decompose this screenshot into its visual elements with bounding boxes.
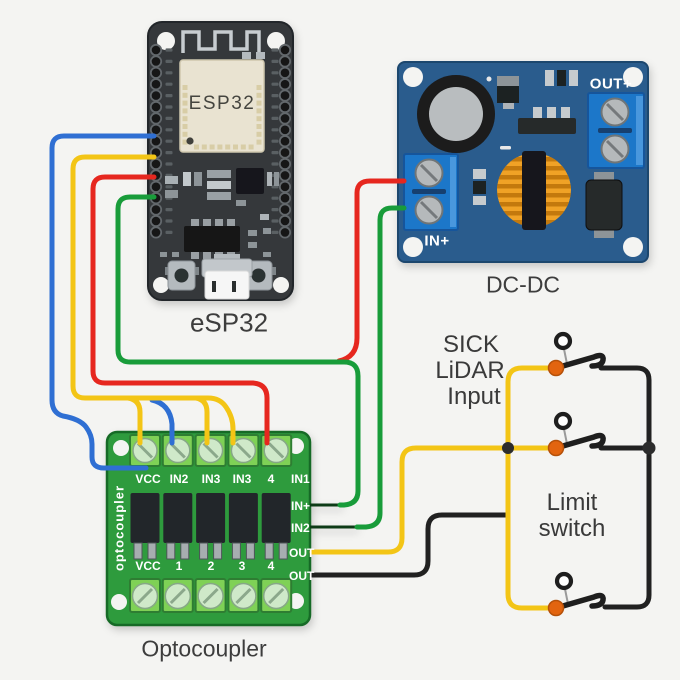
opto-top-pin-in3a: IN3: [201, 472, 221, 486]
optocoupler-board: [105, 430, 357, 627]
limit-switch-label-line2: switch: [538, 515, 606, 542]
opto-bottom-pin-4: 4: [267, 559, 275, 573]
opto-mount-hole: [111, 594, 127, 610]
sick-lidar-label-line1: SICK: [442, 331, 500, 358]
dcdc-out-terminal: [587, 92, 645, 169]
opto-right-pin-out1: OUT: [289, 546, 315, 560]
esp32-usb-port: [201, 254, 253, 300]
opto-right-pin-out2: OUT: [289, 569, 315, 583]
wire-yellow-esp32-to-opto: [70, 154, 236, 446]
esp32-antenna: [181, 30, 261, 53]
wire-yellow-to-switch1: [505, 365, 553, 451]
dcdc-out-label: OUT+: [589, 75, 633, 93]
antenna-pad: [256, 52, 265, 59]
esp32-mount-hole: [157, 32, 175, 50]
switch2-lever: [553, 432, 606, 451]
limit-switch-label-line1: Limit: [546, 489, 598, 516]
opto-top-pin-in2: IN2: [169, 472, 189, 486]
esp32-chip-pads: [182, 85, 262, 150]
esp32-chip: [179, 59, 265, 153]
dcdc-mount-hole: [623, 237, 643, 257]
wire-red-esp32-to-opto: [90, 174, 270, 446]
wire-blue-esp32-to-opto: [49, 133, 157, 471]
wires-yellow-switches: [309, 365, 554, 611]
esp32-mount-hole: [267, 32, 285, 50]
wire-black-opto-out: [309, 512, 509, 578]
wires-black: [309, 512, 509, 578]
switch2-common-dot: [547, 439, 565, 457]
switch3-common-dot: [547, 599, 565, 617]
switch3-lever: [553, 592, 606, 611]
limit-switch-1: [547, 331, 606, 377]
wire-green-esp32-to-opto-inplus: [115, 194, 361, 508]
opto-right-pin-inplus: IN+: [291, 499, 311, 513]
opto-right-pin-in2: IN2: [291, 521, 310, 535]
wires-green: [115, 194, 407, 530]
esp32-mount-hole: [273, 277, 289, 293]
wires-black-bus: [598, 365, 652, 610]
dcdc-capacitor: [417, 75, 495, 153]
dcdc-mount-hole: [403, 237, 423, 257]
limit-switch-3: [547, 571, 606, 617]
wires-yellow: [70, 154, 236, 446]
wires-red: [90, 174, 407, 446]
opto-bottom-pin-1: 1: [175, 559, 183, 573]
dcdc-diode: [585, 172, 623, 238]
switch2-nc-terminal: [553, 411, 573, 431]
dcdc-board: [397, 61, 649, 263]
wire-yellow-drop-terminal1: [125, 395, 143, 446]
opto-mount-hole: [113, 440, 129, 456]
dcdc-mount-hole: [403, 67, 423, 87]
esp32-button-left: [165, 260, 199, 291]
dcdc-smd-components: [473, 70, 578, 205]
dcdc-mount-hole: [623, 67, 643, 87]
wire-yellow-opto-out-to-switch2: [309, 445, 553, 555]
switch1-nc-terminal: [553, 331, 573, 351]
opto-silkscreen-text: optocoupler: [111, 484, 127, 572]
dcdc-in-label: IN+: [424, 232, 450, 250]
antenna-pad: [242, 52, 251, 59]
esp32-caption: eSP32: [189, 307, 269, 338]
dcdc-caption: DC-DC: [485, 271, 561, 298]
opto-bottom-pin-2: 2: [207, 559, 215, 573]
junction-dot-bus: [642, 441, 656, 455]
dcdc-in-terminal: [403, 153, 459, 231]
wires-blue: [49, 133, 175, 471]
wire-black-switch-bus: [598, 365, 652, 610]
sick-lidar-label-line2: LiDAR: [435, 357, 505, 384]
opto-caption: Optocoupler: [141, 635, 267, 662]
chip-pin1-dot: [186, 137, 194, 145]
wire-yellow-drop-terminal3: [193, 395, 210, 446]
opto-right-pin-in1: IN1: [291, 472, 310, 486]
sick-lidar-label-line3: Input: [447, 383, 501, 410]
dcdc-inductor: [497, 151, 571, 230]
opto-bottom-pin-vcc: VCC: [135, 559, 161, 573]
esp32-pin-headers: [149, 43, 292, 239]
opto-bottom-pin-3: 3: [238, 559, 246, 573]
opto-terminals-and-chips: [129, 434, 293, 613]
limit-switch-2: [547, 411, 606, 457]
switch3-nc-terminal: [554, 571, 574, 591]
opto-top-pin-4: 4: [267, 472, 275, 486]
wire-red-dcdc-in: [336, 178, 407, 364]
esp32-board: [147, 21, 294, 301]
esp32-mount-hole: [153, 277, 169, 293]
opto-top-pin-vcc: VCC: [135, 472, 161, 486]
switch1-lever: [553, 352, 606, 371]
wire-yellow-to-switch3: [505, 445, 554, 611]
wire-green-dcdc-to-opto-in2: [354, 205, 407, 530]
switch1-common-dot: [547, 359, 565, 377]
opto-top-pin-in3b: IN3: [232, 472, 252, 486]
junction-dot-yellow: [502, 442, 514, 454]
wire-blue-branch-terminal2: [149, 397, 175, 446]
esp32-chip-label: ESP32: [188, 93, 256, 114]
